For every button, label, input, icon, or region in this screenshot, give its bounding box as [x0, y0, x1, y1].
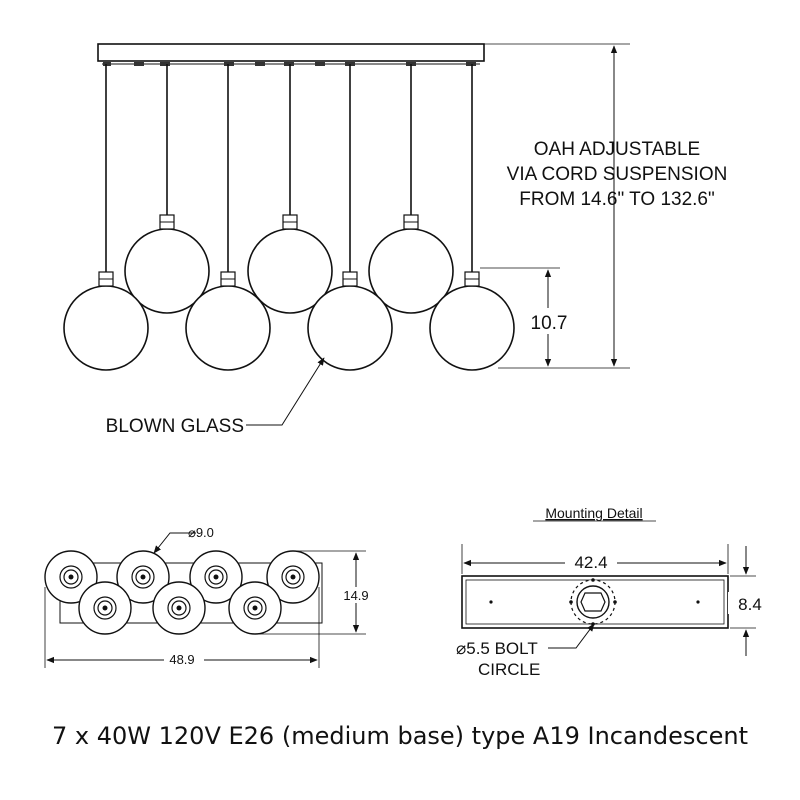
shade-top-3 — [189, 550, 243, 604]
canopy-length-dimension: 42.4 — [574, 553, 607, 572]
oah-note-line-1: OAH ADJUSTABLE — [534, 139, 700, 160]
top-view-length-dimension: 48.9 — [169, 652, 194, 667]
globe-upper-1 — [124, 214, 210, 314]
shade-bottom-1 — [78, 581, 132, 635]
shade-top-1 — [44, 550, 98, 604]
top-view: ⌀9.0 14.9 48.9 — [44, 525, 375, 668]
shade-top-4 — [266, 550, 320, 604]
mounting-detail: Mounting Detail 42.4 8.4 ⌀5.5 BOLT CIRCL… — [456, 505, 768, 679]
bolt-circle-label-line-1: ⌀5.5 BOLT — [456, 639, 538, 658]
blown-glass-label: BLOWN GLASS — [106, 416, 244, 437]
shade-bottom-2 — [152, 581, 206, 635]
globe-lower-4 — [429, 271, 515, 371]
canopy-front — [97, 43, 485, 62]
canopy-depth-dimension: 8.4 — [738, 595, 762, 614]
shade-height-dimension: 10.7 — [531, 313, 568, 334]
globe-lower-2 — [185, 271, 271, 371]
globe-lower-3 — [307, 271, 393, 371]
oah-note-line-3: FROM 14.6" TO 132.6" — [519, 189, 714, 210]
lamp-spec-caption: 7 x 40W 120V E26 (medium base) type A19 … — [52, 722, 748, 750]
globe-lower-1 — [63, 271, 149, 371]
globe-upper-3 — [368, 214, 454, 314]
globe-upper-2 — [247, 214, 333, 314]
shade-diameter-dimension: ⌀9.0 — [188, 525, 214, 540]
mounting-detail-title: Mounting Detail — [545, 505, 642, 521]
front-view: OAH ADJUSTABLE VIA CORD SUSPENSION FROM … — [63, 43, 728, 437]
top-view-depth-dimension: 14.9 — [343, 588, 368, 603]
pendants — [63, 64, 515, 371]
shade-bottom-3 — [228, 581, 282, 635]
oah-note-line-2: VIA CORD SUSPENSION — [507, 164, 728, 185]
shade-top-2 — [116, 550, 170, 604]
bolt-circle-label-line-2: CIRCLE — [478, 660, 540, 679]
